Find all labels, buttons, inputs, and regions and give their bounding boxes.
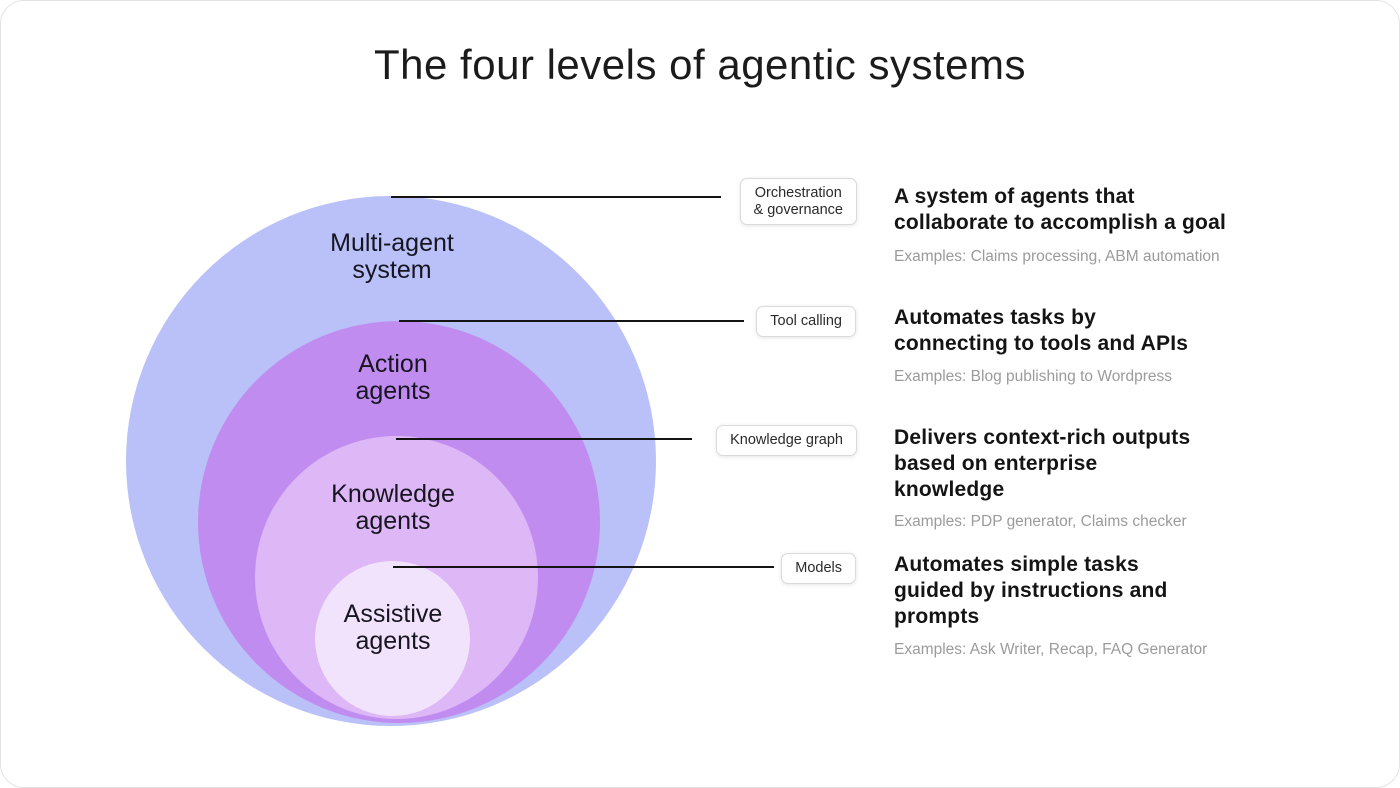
badge-models: Models [781,553,856,584]
circle-label-multi-agent-system: Multi-agent system [330,229,454,284]
description-examples-assistive: Examples: Ask Writer, Recap, FAQ Generat… [894,641,1208,658]
description-heading-knowledge: Delivers context-rich outputs based on e… [894,426,1191,501]
description-examples-multi-agent: Examples: Claims processing, ABM automat… [894,248,1220,265]
connector-line-tool-calling [399,320,744,322]
description-examples-knowledge: Examples: PDP generator, Claims checker [894,513,1187,530]
badge-knowledge-graph: Knowledge graph [716,425,857,456]
description-examples-action: Examples: Blog publishing to Wordpress [894,368,1172,385]
diagram-title: The four levels of agentic systems [374,41,1026,88]
badge-orchestration-governance: Orchestration & governance [739,178,857,226]
description-heading-multi-agent: A system of agents that collaborate to a… [894,185,1226,234]
circle-assistive-agents [315,561,470,716]
connector-line-orchestration [391,196,721,198]
badge-tool-calling: Tool calling [756,306,856,337]
connector-line-models [393,566,774,568]
description-heading-assistive: Automates simple tasks guided by instruc… [894,553,1168,628]
circle-label-action-agents: Action agents [355,350,431,405]
description-heading-action: Automates tasks by connecting to tools a… [894,306,1189,355]
connector-line-knowledge-graph [396,438,692,440]
circle-label-assistive-agents: Assistive agents [343,600,443,655]
circle-label-knowledge-agents: Knowledge agents [331,480,455,535]
